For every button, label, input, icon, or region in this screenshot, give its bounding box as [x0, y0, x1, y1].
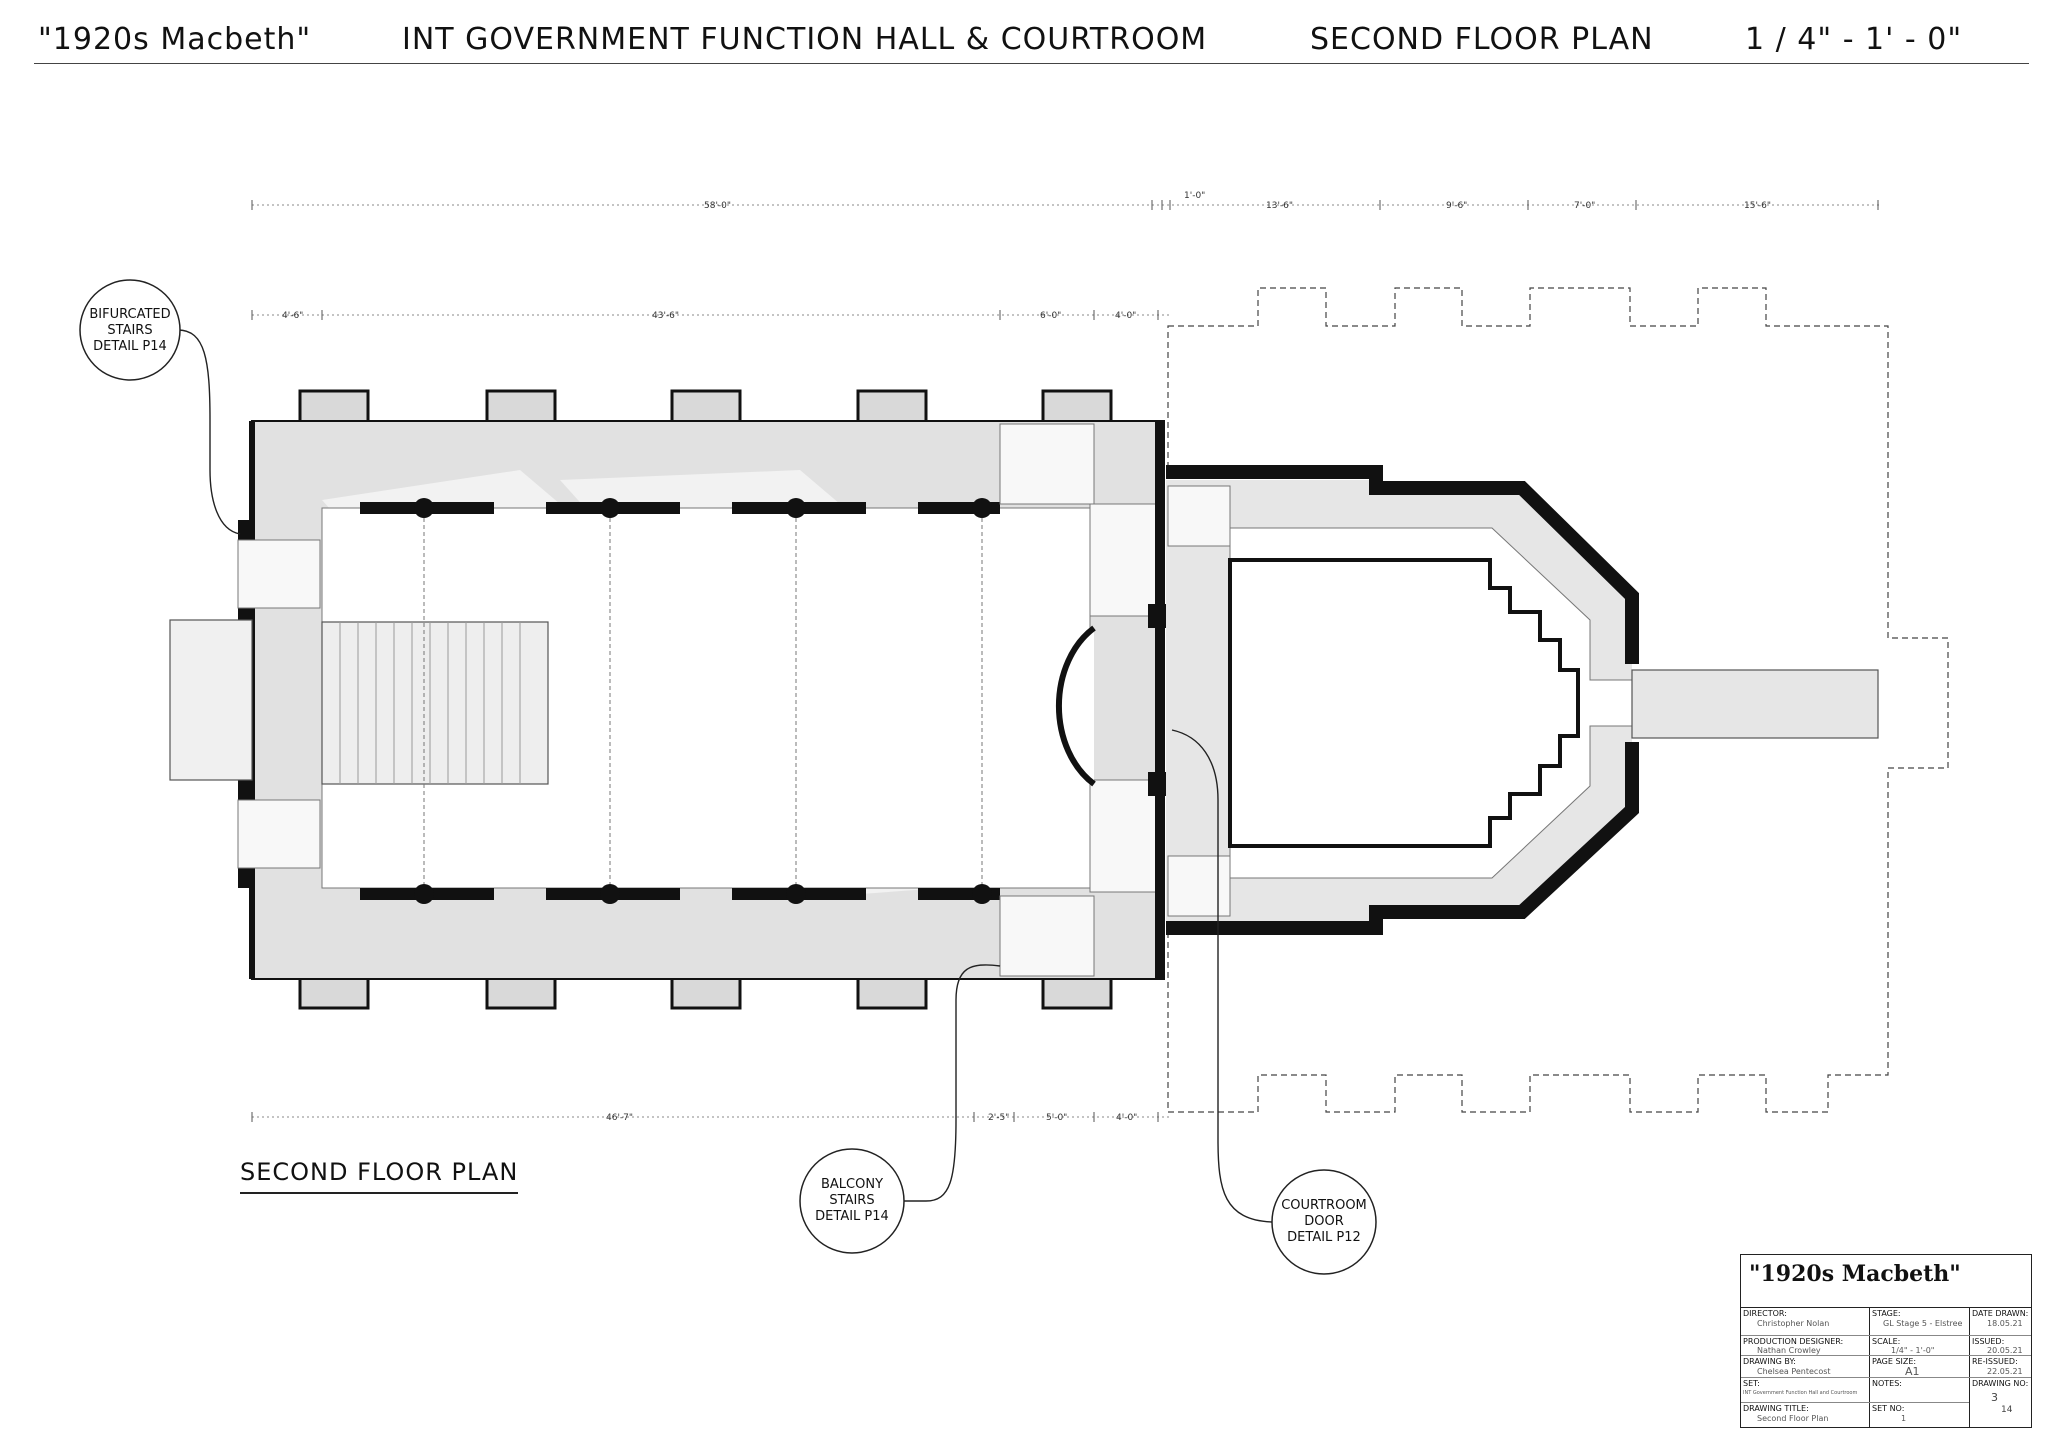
tb-stage: GL Stage 5 - Elstree — [1883, 1319, 1963, 1328]
tb-scale-label: SCALE: — [1872, 1337, 1901, 1346]
tb-drawing-no-bottom: 14 — [2001, 1405, 2013, 1415]
dim-top-small: 1'-0" — [1184, 191, 1205, 201]
title-block: "1920s Macbeth" DIRECTOR: Christopher No… — [1740, 1254, 2032, 1428]
dim-bot-3: 5'-0" — [1046, 1113, 1067, 1123]
dim-bot-4: 4'-0" — [1116, 1113, 1137, 1123]
tb-reissued: 22.05.21 — [1987, 1367, 2023, 1376]
header-production: "1920s Macbeth" — [38, 22, 312, 57]
tb-designer: Nathan Crowley — [1757, 1346, 1821, 1355]
title-block-title: "1920s Macbeth" — [1749, 1261, 1961, 1287]
tb-drawing-title: Second Floor Plan — [1757, 1414, 1829, 1423]
callout-courtroom-line1: COURTROOM — [1281, 1198, 1367, 1213]
header-rule — [34, 63, 2029, 64]
dim-top-r2: 9'-6" — [1446, 201, 1467, 211]
dim-top-r1: 13'-6" — [1266, 201, 1293, 211]
courtroom — [1166, 465, 1879, 935]
dim-mid-2: 43'-6" — [652, 311, 679, 321]
tb-drawn-by: Chelsea Pentecost — [1757, 1367, 1831, 1376]
function-hall — [169, 389, 1172, 1010]
tb-set-no: 1 — [1901, 1414, 1907, 1423]
dim-mid-4: 4'-0" — [1115, 311, 1136, 321]
tb-drawing-no-top: 3 — [1991, 1391, 1998, 1404]
dim-bot-2: 2'-5" — [988, 1113, 1009, 1123]
tb-date-drawn-label: DATE DRAWN: — [1972, 1309, 2029, 1318]
callout-leaders — [177, 329, 1273, 1223]
callout-balcony-line2: STAIRS — [829, 1193, 874, 1208]
callout-balcony-line3: DETAIL P14 — [815, 1209, 889, 1224]
tb-drawn-by-label: DRAWING BY: — [1743, 1357, 1796, 1366]
callout-courtroom-door: COURTROOM DOOR DETAIL P12 — [1271, 1169, 1377, 1275]
callout-balcony-stairs: BALCONY STAIRS DETAIL P14 — [799, 1148, 905, 1254]
tb-notes-label: NOTES: — [1872, 1379, 1902, 1388]
plan-label: Second Floor Plan — [240, 1158, 519, 1194]
tb-page-size-label: PAGE SIZE: — [1872, 1357, 1917, 1366]
dimension-lines — [251, 200, 1880, 1122]
tb-drawing-title-label: DRAWING TITLE: — [1743, 1404, 1809, 1413]
tb-drawing-no-label: DRAWING NO: — [1972, 1379, 2029, 1388]
callout-bifurcated-line1: BIFURCATED — [89, 307, 170, 322]
tb-director: Christopher Nolan — [1757, 1319, 1830, 1328]
callout-bifurcated-stairs: BIFURCATED STAIRS DETAIL P14 — [79, 279, 181, 381]
dim-bot-1: 46'-7" — [606, 1113, 633, 1123]
tb-issued: 20.05.21 — [1987, 1346, 2023, 1355]
dim-mid-3: 6'-0" — [1040, 311, 1061, 321]
header-scale: 1 / 4" - 1' - 0" — [1745, 22, 1963, 57]
callout-bifurcated-line2: STAIRS — [107, 323, 152, 338]
tb-set-label: SET: — [1743, 1379, 1760, 1388]
header-set-name: INT Government Function Hall & Courtroom — [402, 22, 1208, 57]
callout-bifurcated-line3: DETAIL P14 — [93, 339, 167, 354]
dim-top-r3: 7'-0" — [1574, 201, 1595, 211]
courtroom-dashed-outline — [1167, 287, 1949, 1113]
tb-reissued-label: RE-ISSUED: — [1972, 1357, 2018, 1366]
tb-issued-label: ISSUED: — [1972, 1337, 2005, 1346]
tb-designer-label: PRODUCTION DESIGNER: — [1743, 1337, 1844, 1346]
tb-set: INT Government Function Hall and Courtro… — [1743, 1390, 1858, 1396]
tb-scale: 1/4" - 1'-0" — [1891, 1346, 1935, 1355]
callout-balcony-line1: BALCONY — [821, 1177, 883, 1192]
callout-courtroom-line3: DETAIL P12 — [1287, 1230, 1361, 1245]
header-plan: Second Floor Plan — [1310, 22, 1654, 57]
dim-top-overall: 58'-0" — [704, 201, 731, 211]
tb-director-label: DIRECTOR: — [1743, 1309, 1787, 1318]
dim-mid-1: 4'-6" — [282, 311, 303, 321]
tb-stage-label: STAGE: — [1872, 1309, 1901, 1318]
tb-date-drawn: 18.05.21 — [1987, 1319, 2023, 1328]
tb-page-size: A1 — [1905, 1365, 1920, 1378]
dim-top-r4: 15'-6" — [1744, 201, 1771, 211]
callout-courtroom-line2: DOOR — [1304, 1214, 1344, 1229]
tb-set-no-label: SET NO: — [1872, 1404, 1905, 1413]
